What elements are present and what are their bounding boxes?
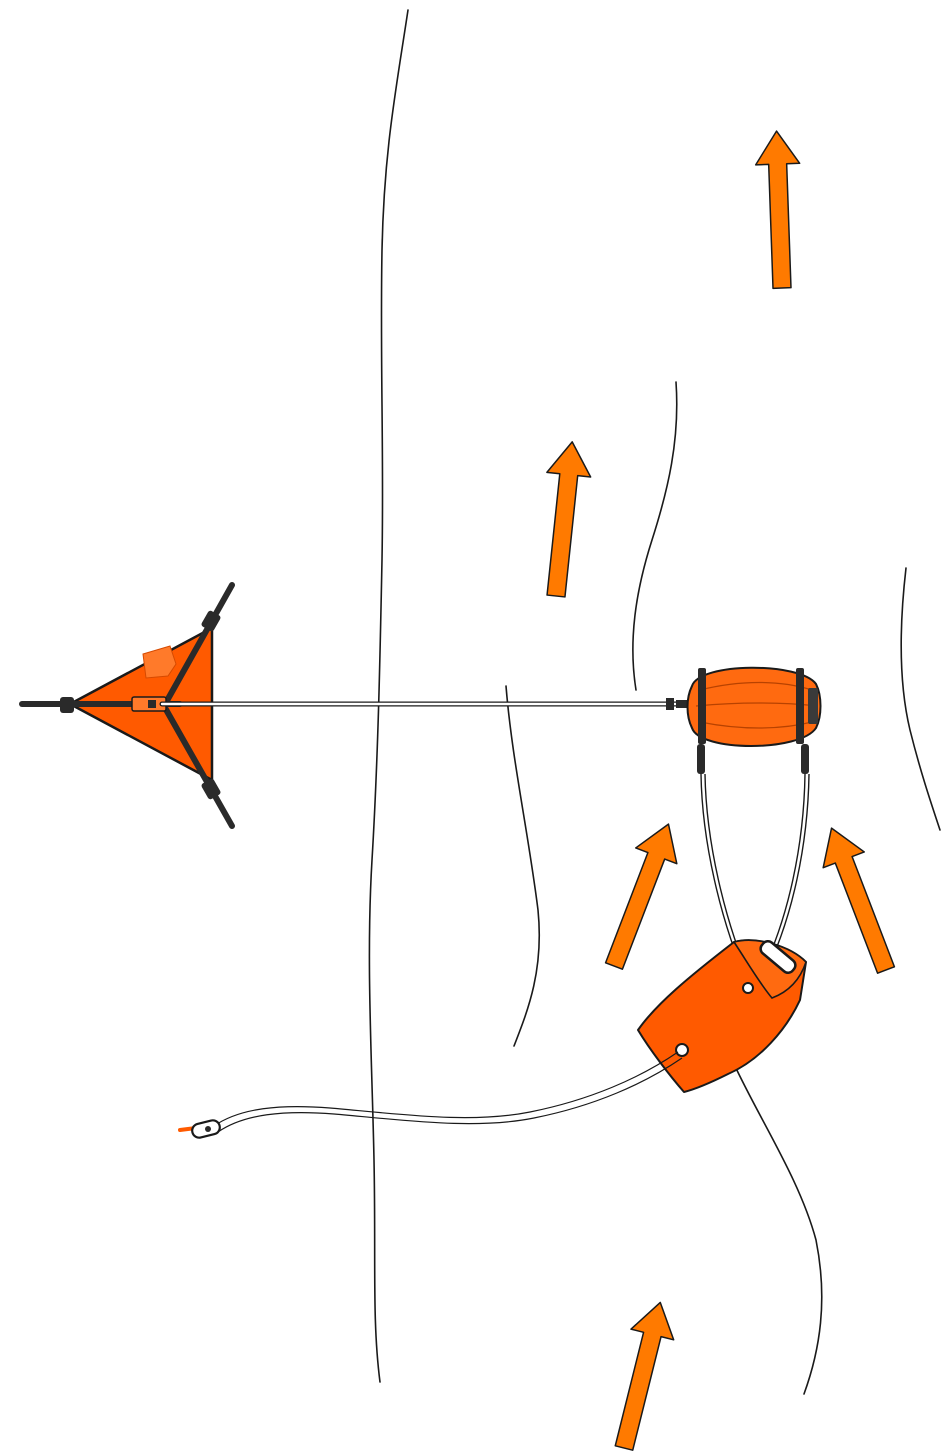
leash-line: [214, 1052, 682, 1132]
current-arrows: [534, 130, 906, 1453]
dry-bag-ring-side: [676, 1044, 688, 1056]
current-arrow-icon-1: [755, 130, 804, 288]
carabiner-icon: [180, 1119, 221, 1139]
float-buoy: [688, 668, 821, 774]
current-line-middle: [506, 686, 539, 1046]
dry-bag: [638, 939, 806, 1092]
buoy-tether-clips: [697, 744, 809, 774]
tow-rope: [162, 698, 688, 710]
current-arrow-icon-2: [534, 440, 594, 599]
current-line-upper-right: [633, 382, 677, 690]
current-line-main: [369, 10, 408, 1382]
current-arrow-icon-4: [811, 820, 907, 978]
current-arrow-icon-5: [603, 1297, 682, 1453]
dry-bag-ring-top: [743, 983, 753, 993]
current-line-far-right: [901, 568, 940, 830]
current-line-lower-right: [734, 1064, 822, 1394]
current-arrow-icon-3: [593, 816, 689, 974]
